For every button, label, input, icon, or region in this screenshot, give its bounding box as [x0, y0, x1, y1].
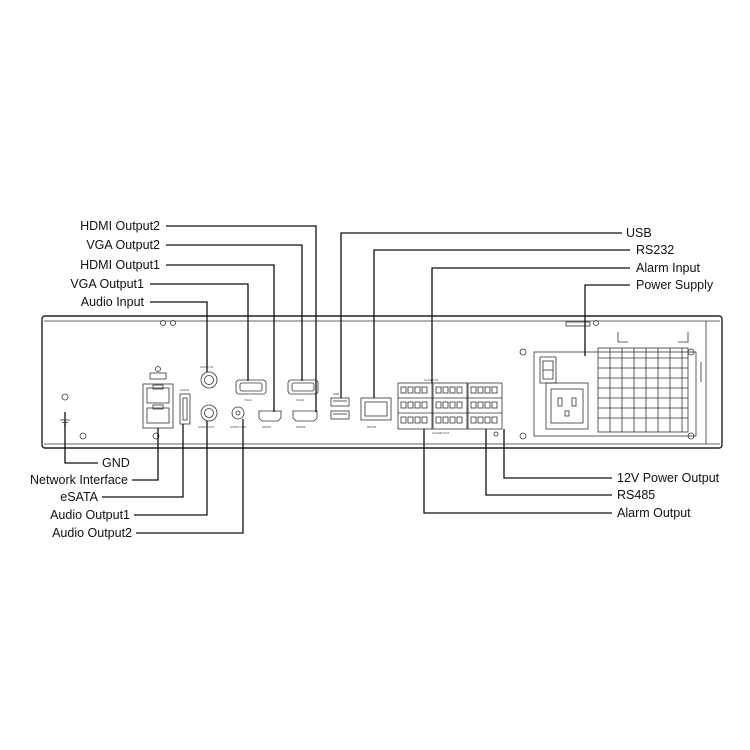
svg-text:HDMI1: HDMI1 — [262, 425, 272, 429]
label-power-supply: Power Supply — [636, 278, 714, 292]
audio-connectors: AUDIO IN AUDIO OUT AUDIO OUT — [198, 365, 247, 429]
label-alarm-input: Alarm Input — [636, 261, 700, 275]
leader-power-supply — [584, 284, 630, 356]
leader-gnd — [64, 412, 98, 464]
leader-usb — [340, 232, 622, 398]
label-hdmi-output2: HDMI Output2 — [80, 219, 160, 233]
label-vga-output1: VGA Output1 — [70, 277, 144, 291]
rs232-port: RS232 — [360, 397, 392, 429]
svg-text:USB: USB — [333, 392, 339, 396]
alarm-terminal-blocks: ALARM IN ALARM OUT — [397, 378, 503, 437]
label-rs232: RS232 — [636, 243, 674, 257]
svg-text:AUDIO OUT: AUDIO OUT — [230, 425, 247, 429]
svg-text:ALARM OUT: ALARM OUT — [432, 431, 450, 435]
leader-hdmi-output1 — [166, 264, 275, 412]
hdmi-ports: HDMI1 HDMI2 — [258, 410, 318, 429]
svg-text:RS232: RS232 — [367, 425, 377, 429]
leader-rs232 — [373, 249, 630, 398]
network-ports — [142, 366, 174, 429]
leader-rs485 — [485, 429, 612, 496]
label-esata: eSATA — [60, 490, 98, 504]
label-audio-output1: Audio Output1 — [50, 508, 130, 522]
svg-text:HDMI2: HDMI2 — [296, 425, 306, 429]
chassis — [41, 315, 723, 449]
leader-vga-output1 — [150, 283, 249, 381]
leader-alarm-output — [423, 429, 612, 514]
svg-text:ALARM IN: ALARM IN — [424, 378, 438, 382]
leader-vga-output2 — [166, 244, 303, 381]
leader-alarm-input — [431, 267, 630, 383]
leader-12v-power-output — [503, 429, 612, 479]
svg-text:VGA1: VGA1 — [244, 398, 252, 402]
label-hdmi-output1: HDMI Output1 — [80, 258, 160, 272]
svg-text:VGA2: VGA2 — [296, 398, 304, 402]
esata-port: eSATA — [179, 388, 191, 425]
leader-hdmi-output2 — [166, 225, 317, 412]
leader-audio-output2 — [136, 419, 244, 534]
callout-labels: HDMI Output2 VGA Output2 HDMI Output1 VG… — [30, 219, 720, 540]
leader-esata — [102, 424, 184, 498]
label-alarm-output: Alarm Output — [617, 506, 691, 520]
leader-audio-output1 — [134, 421, 208, 516]
power-supply-module — [533, 332, 702, 437]
label-vga-output2: VGA Output2 — [86, 238, 160, 252]
label-network-interface: Network Interface — [30, 473, 128, 487]
vga-ports: VGA1 VGA2 — [235, 379, 319, 402]
leader-audio-input — [150, 301, 208, 372]
label-usb: USB — [626, 226, 652, 240]
leader-lines — [64, 225, 630, 534]
label-rs485: RS485 — [617, 488, 655, 502]
label-gnd: GND — [102, 456, 130, 470]
leader-network-interface — [132, 428, 159, 481]
label-audio-input: Audio Input — [81, 295, 145, 309]
svg-text:eSATA: eSATA — [180, 388, 189, 392]
label-audio-output2: Audio Output2 — [52, 526, 132, 540]
label-12v-power-output: 12V Power Output — [617, 471, 720, 485]
usb-ports: USB — [330, 392, 350, 420]
